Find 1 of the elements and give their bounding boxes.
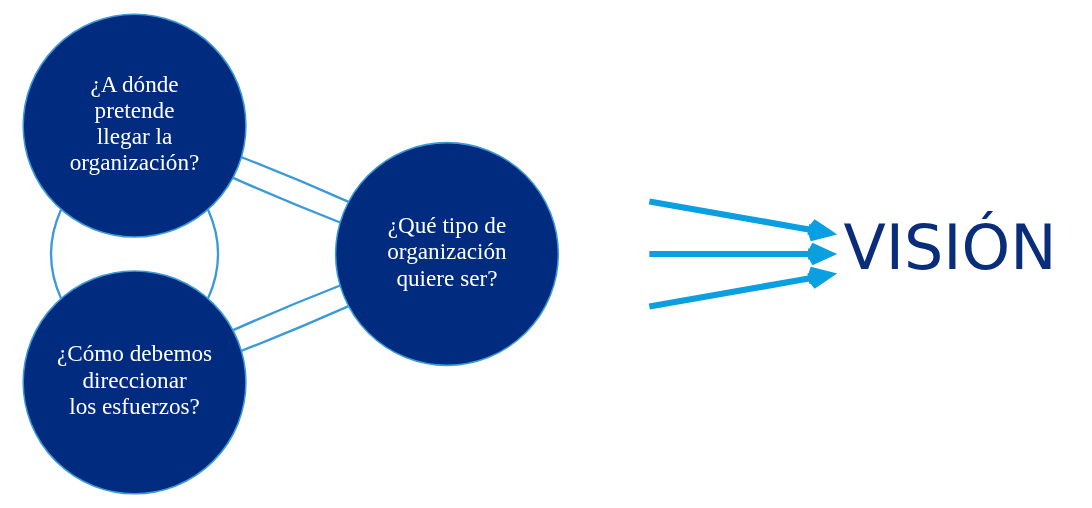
node-text: VISIÓN [842, 212, 1056, 285]
